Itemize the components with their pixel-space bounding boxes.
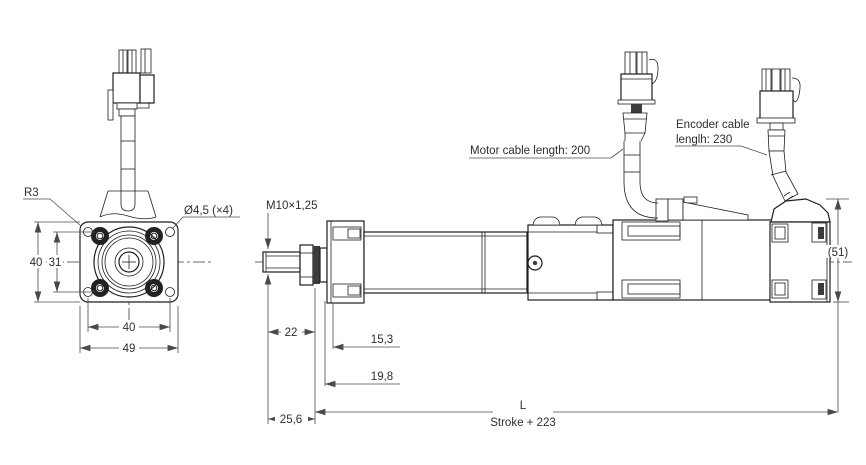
dim-front-width: 49 bbox=[123, 343, 136, 355]
dim-rod-to-nut: 22 bbox=[285, 327, 298, 339]
washer bbox=[313, 246, 320, 284]
mounting-bosses bbox=[91, 227, 163, 297]
hole-diameter-label: Ø4,5 (×4) bbox=[184, 205, 233, 217]
side-view: M10×1,25 22 15,3 19,8 25,6 L Stroke + bbox=[255, 51, 855, 429]
connector-bracket bbox=[107, 89, 114, 121]
encoder-cable-assembly bbox=[756, 68, 801, 202]
dim-15-3: 15,3 bbox=[371, 334, 393, 346]
dim-front-hole-pitch-v: 31 bbox=[49, 257, 62, 269]
cable-boot bbox=[99, 190, 157, 220]
motor-pin bbox=[624, 51, 637, 75]
encoder-pin bbox=[761, 68, 772, 93]
motor-body bbox=[612, 196, 773, 301]
cable-cover-wedge bbox=[655, 196, 749, 222]
front-dimensions: 40 31 40 49 R3 Ø4,5 (×4) bbox=[23, 187, 240, 355]
end-housing bbox=[769, 198, 831, 303]
motor-cable bbox=[623, 141, 659, 219]
cable-ferrule bbox=[622, 112, 648, 134]
dim-19-8: 19,8 bbox=[371, 371, 393, 383]
encoder-pin bbox=[771, 68, 781, 93]
cable-gland-dome bbox=[574, 216, 603, 226]
rod-nut bbox=[299, 244, 314, 286]
head-block bbox=[326, 220, 365, 304]
dim-front-height: 40 bbox=[30, 257, 43, 269]
encoder-connector-front bbox=[139, 74, 155, 104]
cable-gland-dome bbox=[532, 216, 561, 226]
dim-length-symbol: L bbox=[520, 400, 527, 412]
corner-hole bbox=[165, 227, 175, 237]
encoder-cable bbox=[768, 150, 799, 202]
threaded-rod bbox=[262, 251, 301, 273]
corner-hole bbox=[165, 287, 175, 297]
rod-assembly bbox=[262, 244, 328, 286]
spacer bbox=[319, 247, 328, 283]
front-view: 40 31 40 49 R3 Ø4,5 (×4) bbox=[23, 48, 240, 355]
encoder-pin bbox=[140, 48, 152, 74]
center-boss bbox=[93, 226, 165, 298]
cable-front bbox=[120, 115, 136, 212]
dim-motor-height: (51) bbox=[828, 247, 849, 259]
front-flange bbox=[79, 221, 179, 303]
motor-cable-label: Motor cable length: 200 bbox=[470, 145, 590, 157]
mid-housing bbox=[527, 216, 614, 301]
side-dimensions: M10×1,25 22 15,3 19,8 25,6 L Stroke + bbox=[264, 119, 855, 429]
rod-thread-label: M10×1,25 bbox=[266, 200, 317, 212]
encoder-connector bbox=[759, 90, 794, 122]
latch-hook bbox=[791, 77, 801, 103]
motor-cable-assembly bbox=[617, 51, 659, 219]
encoder-pin bbox=[780, 68, 791, 93]
motor-connector-front bbox=[112, 72, 141, 104]
corner-radius-label: R3 bbox=[24, 187, 39, 199]
encoder-cable-label-line1: Encoder cable bbox=[676, 119, 750, 131]
encoder-hump bbox=[770, 198, 831, 223]
body-tube bbox=[363, 231, 528, 294]
cable-ferrule bbox=[767, 129, 786, 152]
front-connector-assembly bbox=[99, 48, 157, 220]
dim-front-hole-pitch-h: 40 bbox=[123, 322, 136, 334]
motor-connector bbox=[620, 73, 653, 103]
dim-length-formula: Stroke + 223 bbox=[490, 417, 556, 429]
dim-25-6: 25,6 bbox=[280, 414, 302, 426]
encoder-cable-label-line2: lenglh: 230 bbox=[676, 134, 732, 146]
